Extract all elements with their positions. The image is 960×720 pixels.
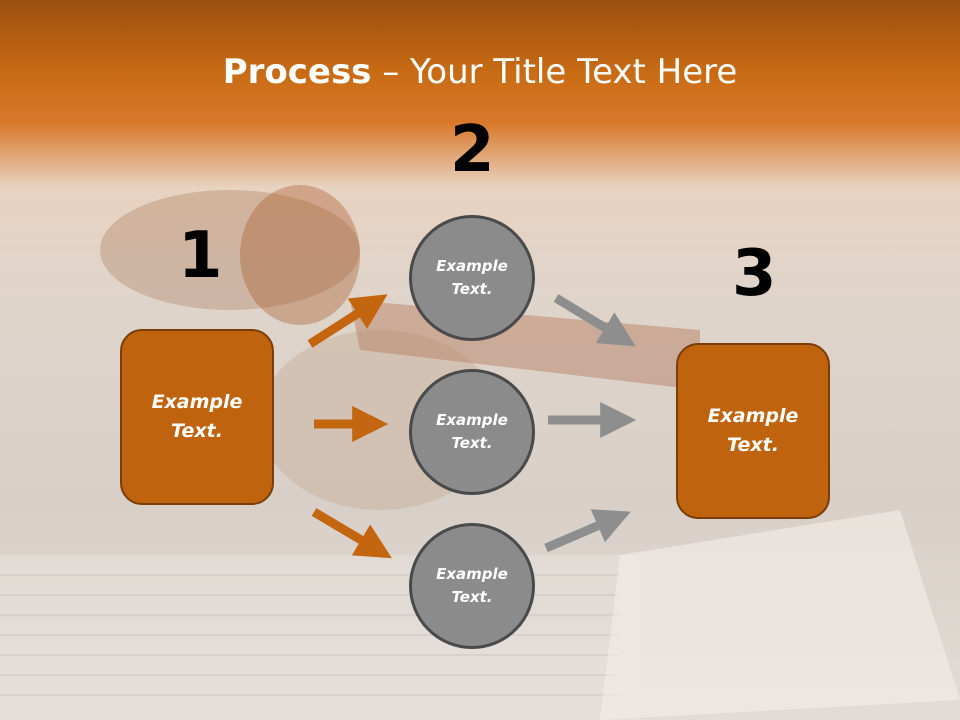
circle-middle-line2: Text.	[451, 434, 493, 452]
left-box-line1: Example	[151, 391, 243, 413]
right-box-line2: Text.	[727, 434, 779, 456]
circle-top-line1: Example	[436, 257, 508, 275]
step-number-2: 2	[450, 113, 495, 187]
circle-middle: Example Text.	[409, 369, 535, 495]
circle-middle-line1: Example	[436, 411, 508, 429]
title-rest: – Your Title Text Here	[371, 52, 738, 92]
arrow-top-to-right	[553, 294, 636, 347]
left-box-line2: Text.	[171, 420, 223, 442]
title-bold: Process	[222, 52, 372, 92]
arrow-left-to-top	[307, 294, 388, 348]
left-process-box: Example Text.	[120, 329, 274, 505]
right-process-box: Example Text.	[676, 343, 830, 519]
step-number-1: 1	[178, 219, 223, 293]
circle-bottom-line2: Text.	[451, 588, 493, 606]
step-number-3: 3	[732, 237, 777, 311]
slide-title: Process – Your Title Text Here	[0, 52, 960, 92]
right-box-line1: Example	[707, 405, 799, 427]
circle-top: Example Text.	[409, 215, 535, 341]
circle-bottom: Example Text.	[409, 523, 535, 649]
circle-bottom-line1: Example	[436, 565, 508, 583]
circle-top-line2: Text.	[451, 280, 493, 298]
arrow-left-to-bottom	[311, 508, 392, 559]
arrow-bottom-to-right	[544, 509, 631, 553]
